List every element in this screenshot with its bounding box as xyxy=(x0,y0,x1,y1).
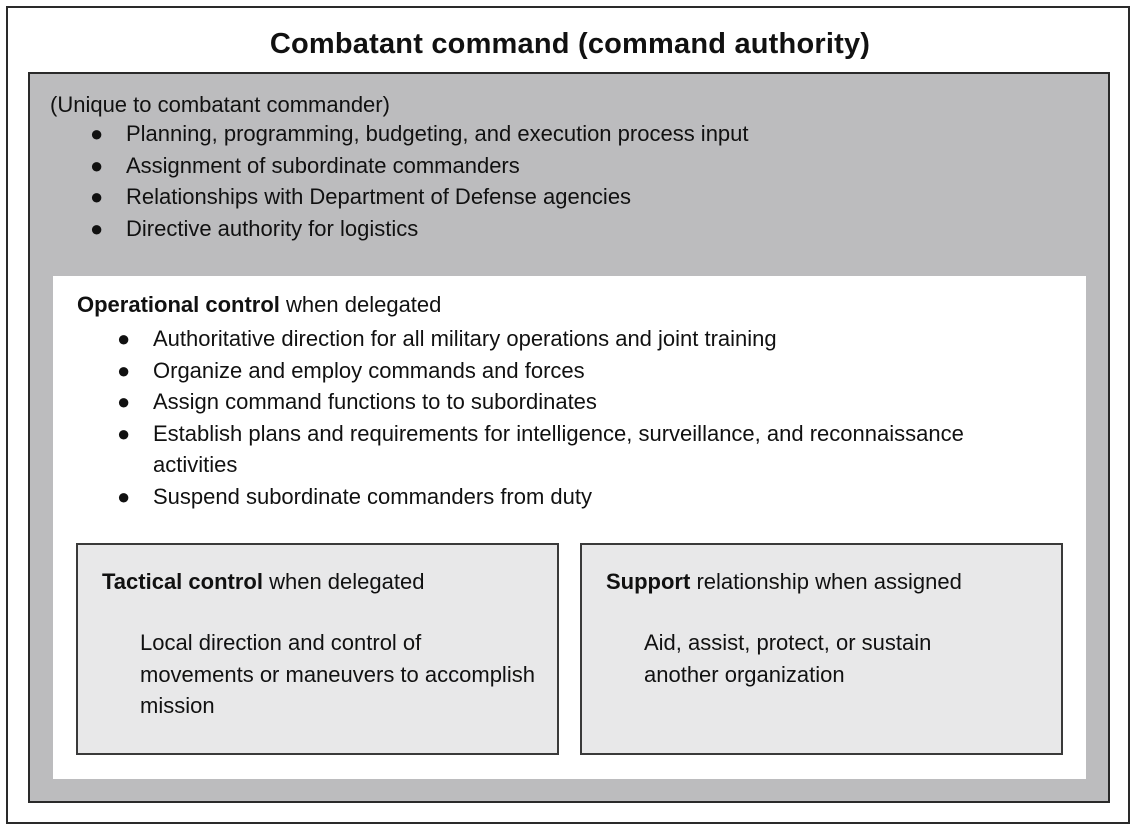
operational-control-box: Operational control when delegated ●Auth… xyxy=(53,276,1086,779)
list-item: ●Establish plans and requirements for in… xyxy=(77,418,977,481)
operational-control-title: Operational control when delegated xyxy=(77,292,442,317)
operational-list: ●Authoritative direction for all militar… xyxy=(77,323,977,512)
bullet-icon: ● xyxy=(117,420,131,446)
tactical-control-title: Tactical control when delegated xyxy=(102,569,425,594)
support-relationship-description: Aid, assist, protect, or sustain another… xyxy=(644,630,932,687)
list-item: ●Organize and employ commands and forces xyxy=(77,355,977,387)
unique-list: ●Planning, programming, budgeting, and e… xyxy=(50,118,749,244)
unique-header: (Unique to combatant commander) xyxy=(50,92,390,117)
list-item: ●Assign command functions to to subordin… xyxy=(77,386,977,418)
list-item: ●Authoritative direction for all militar… xyxy=(77,323,977,355)
diagram-frame: Combatant command (command authority) (U… xyxy=(6,6,1130,824)
tactical-control-description: Local direction and control of movements… xyxy=(140,630,535,718)
bullet-icon: ● xyxy=(117,389,131,414)
list-item: ●Planning, programming, budgeting, and e… xyxy=(50,118,749,150)
list-item: ●Suspend subordinate commanders from dut… xyxy=(77,481,977,513)
bullet-icon: ● xyxy=(90,215,104,241)
bullet-icon: ● xyxy=(117,483,131,509)
bullet-icon: ● xyxy=(117,357,131,383)
bullet-icon: ● xyxy=(90,184,104,209)
support-relationship-title: Support relationship when assigned xyxy=(606,569,962,594)
bullet-icon: ● xyxy=(90,121,104,146)
list-item: ●Directive authority for logistics xyxy=(50,213,749,245)
combatant-command-box: (Unique to combatant commander) ●Plannin… xyxy=(28,72,1110,803)
diagram-title: Combatant command (command authority) xyxy=(269,28,871,60)
list-item: ●Assignment of subordinate commanders xyxy=(50,150,749,182)
tactical-control-box: Tactical control when delegated Local di… xyxy=(76,543,559,755)
list-item: ●Relationships with Department of Defens… xyxy=(50,181,749,213)
bullet-icon: ● xyxy=(117,326,131,351)
bullet-icon: ● xyxy=(90,152,104,178)
support-relationship-box: Support relationship when assigned Aid, … xyxy=(580,543,1063,755)
